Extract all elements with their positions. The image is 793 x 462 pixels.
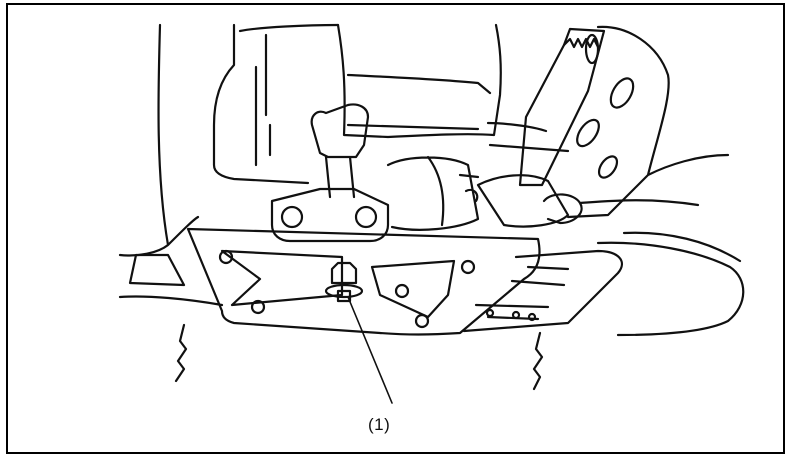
bracket-bolt-right bbox=[354, 205, 378, 229]
slot-4 bbox=[597, 155, 619, 179]
left-lower-panel bbox=[118, 253, 224, 307]
housing-right-block bbox=[336, 23, 502, 139]
drain-bolt-stem bbox=[336, 289, 352, 303]
drain-bolt bbox=[330, 261, 358, 285]
break-line-left bbox=[174, 323, 188, 383]
skid-plate-inner-ribs bbox=[220, 249, 456, 319]
skid-plate bbox=[186, 227, 541, 336]
guard-hole-1 bbox=[485, 308, 495, 318]
right-cross-member bbox=[566, 25, 730, 219]
lower-guard bbox=[462, 249, 623, 333]
upper-housing bbox=[212, 23, 340, 185]
bracket-arm bbox=[310, 103, 370, 199]
right-body-sweep bbox=[596, 231, 745, 337]
starter-motor bbox=[386, 155, 480, 231]
plate-hole-1 bbox=[218, 249, 234, 265]
plate-hole-3 bbox=[394, 283, 410, 299]
bracket-bolt-left bbox=[280, 205, 304, 229]
center-mount-bracket bbox=[270, 187, 390, 243]
guard-hole-3 bbox=[527, 312, 537, 322]
break-line-right bbox=[532, 331, 544, 391]
frame-rail bbox=[476, 121, 570, 228]
callout-leader-line bbox=[347, 296, 393, 404]
plate-hole-2 bbox=[250, 299, 266, 315]
plate-hole-5 bbox=[414, 313, 430, 329]
slot-2 bbox=[609, 77, 635, 109]
callout-label-1: (1) bbox=[368, 415, 391, 434]
slot-1 bbox=[584, 33, 600, 65]
perforated-strut bbox=[518, 27, 606, 187]
left-body-panel bbox=[118, 23, 200, 257]
strut-edge-teeth bbox=[562, 37, 600, 49]
technical-illustration bbox=[118, 23, 745, 404]
plate-hole-4 bbox=[460, 259, 476, 275]
guard-hole-2 bbox=[511, 310, 521, 320]
slot-3 bbox=[576, 118, 600, 148]
drain-bolt-washer bbox=[324, 283, 364, 299]
illustration-frame: (1) bbox=[6, 3, 785, 454]
side-clamp bbox=[542, 193, 700, 225]
